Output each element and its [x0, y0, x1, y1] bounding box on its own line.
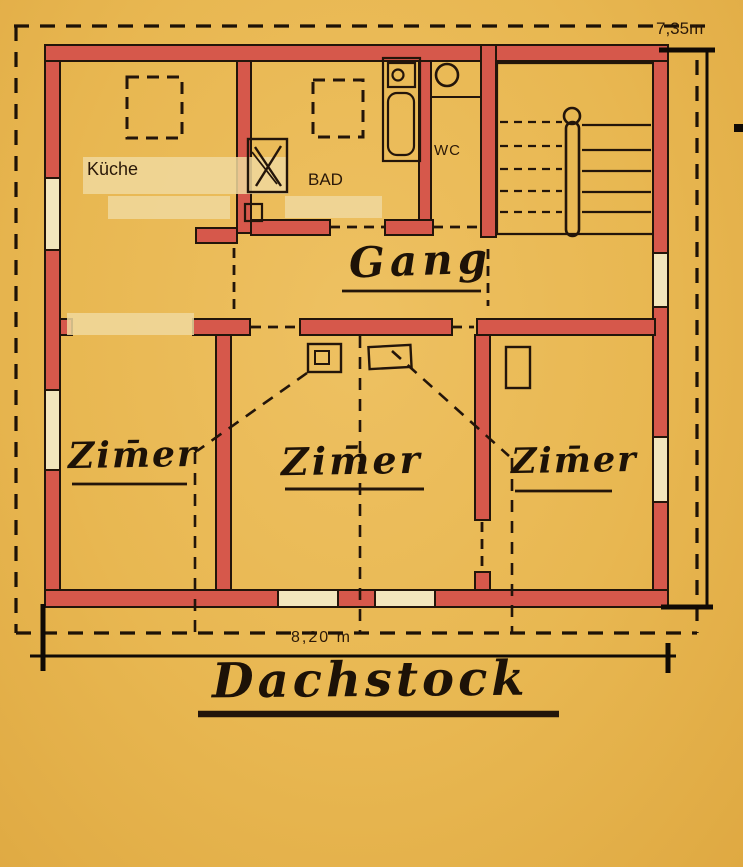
room-label-zimmer-middle: Zim̄er	[280, 436, 423, 485]
door-dashes	[232, 225, 490, 570]
room-label-zimmer-right: Zim̄er	[510, 438, 638, 483]
wall-zimmer-divider-right-stub	[474, 571, 491, 591]
flue-box	[243, 202, 264, 223]
wall-kueche-stub	[195, 227, 238, 244]
cross-stroke	[254, 145, 283, 187]
room-label-kueche: Küche	[87, 159, 139, 179]
window	[374, 589, 436, 608]
chimney	[504, 345, 532, 390]
wall-gang-top	[384, 219, 434, 236]
edge-mark	[734, 124, 743, 132]
wall-left	[44, 249, 61, 391]
stair-treads-dashed	[500, 120, 562, 214]
wall-left	[44, 469, 61, 591]
dimension-label-horizontal: 8,20 m	[291, 629, 352, 646]
dashed-border	[14, 24, 712, 635]
roof-slope-lines	[193, 336, 514, 632]
cross-fixture	[243, 137, 289, 223]
underlines	[72, 289, 612, 718]
wall-gang-bottom	[476, 318, 656, 336]
room-label-bad: BAD	[308, 170, 343, 189]
window	[44, 389, 61, 471]
wall-gang-top	[250, 219, 331, 236]
wall-zimmer-divider-left	[215, 334, 232, 591]
bathtub	[381, 56, 422, 163]
whiteout-patches	[67, 157, 382, 335]
wall-bottom	[44, 589, 279, 608]
stair-treads-solid	[582, 123, 651, 214]
skylight-squares	[125, 75, 365, 140]
chimney	[367, 343, 413, 371]
skylight-kueche	[125, 75, 184, 140]
window	[277, 589, 339, 608]
wall-right	[652, 60, 669, 254]
wall-bottom	[434, 589, 669, 608]
dimension-lines	[30, 47, 743, 673]
window	[652, 436, 669, 503]
room-label-zimmer-left: Zim̄er	[67, 432, 199, 478]
window	[652, 252, 669, 308]
page-title: Dachstock	[211, 650, 529, 710]
windows	[44, 177, 669, 608]
wall-stairhall	[480, 44, 497, 238]
chimney	[306, 342, 343, 374]
stair-railing-newel	[562, 106, 582, 126]
room-label-gang: Gang	[348, 233, 493, 288]
room-label-wc: WC	[434, 142, 461, 159]
staircase	[495, 61, 652, 238]
wall-right	[652, 501, 669, 591]
wall-left	[44, 60, 61, 179]
window	[44, 177, 61, 251]
wall-gang-bottom	[192, 318, 251, 336]
wall-gang-bottom	[299, 318, 453, 336]
stair-railing	[564, 120, 581, 238]
wall-bottom	[337, 589, 376, 608]
skylight-bad	[311, 78, 365, 139]
cross-stroke	[251, 151, 278, 185]
wall-zimmer-divider-right	[474, 334, 491, 521]
interior-walls	[59, 44, 656, 591]
dimension-label-vertical: 7,35m	[656, 19, 704, 38]
wall-top	[44, 44, 669, 62]
toilet	[431, 62, 481, 98]
chimney-core	[314, 350, 330, 365]
bathtub-drain	[391, 68, 405, 82]
chimneys	[306, 342, 532, 390]
